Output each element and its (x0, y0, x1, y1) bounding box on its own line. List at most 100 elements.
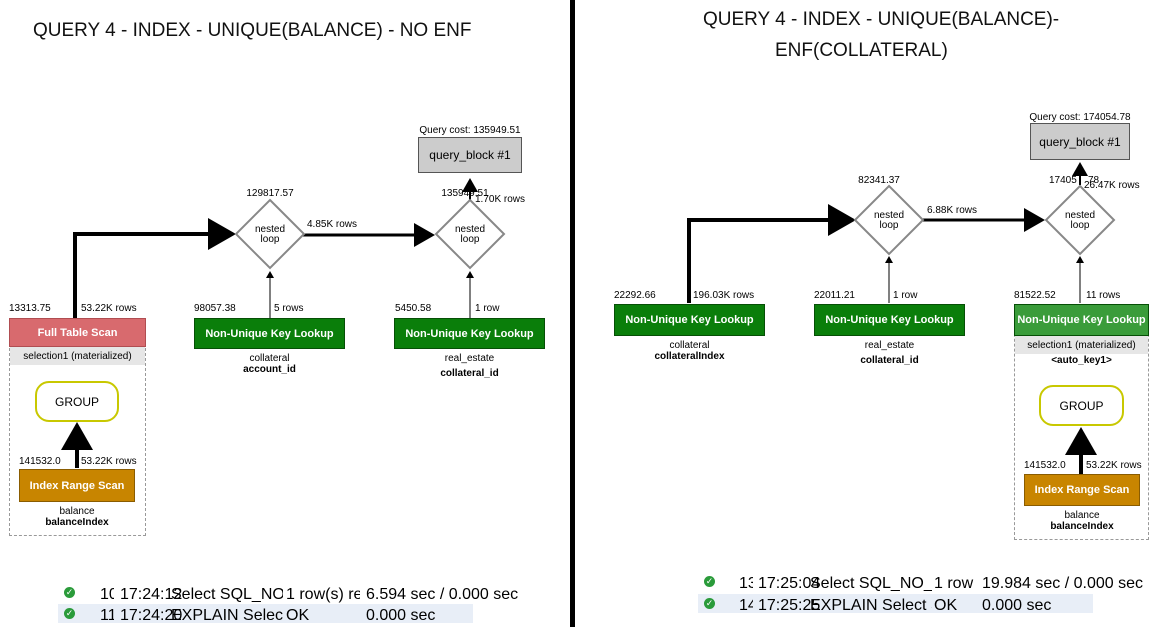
right-group[interactable]: GROUP (1039, 385, 1124, 426)
right-history-row-1[interactable]: ✓ 13 17:25:04 Select SQL_NO_CACHE 1 row(… (698, 572, 1143, 592)
left-nukl1-table: collateral (249, 353, 290, 364)
right-query-cost: Query cost: 174054.78 (1029, 112, 1131, 123)
history-time: 17:25:04 (758, 575, 821, 592)
left-nukl1-key: account_id (243, 364, 296, 375)
left-edge-nl-rows: 4.85K rows (307, 219, 358, 230)
check-circle-icon: ✓ (704, 598, 715, 609)
history-num: 14 (739, 597, 753, 614)
left-nested-loop-2-diamond (434, 198, 506, 270)
history-message: 1 row(s (934, 575, 974, 592)
right-nukl2-subtitle: selection1 (materialized) (1015, 336, 1148, 354)
left-nukl1-cost: 98057.38 (194, 303, 236, 314)
history-duration: 6.594 sec / 0.000 sec (366, 586, 519, 603)
left-query-block[interactable]: query_block #1 (418, 137, 522, 173)
left-history-row-1[interactable]: ✓ 10 17:24:12 Select SQL_NO_CACH 1 row(s… (58, 583, 518, 603)
right-nl2-label-1: nested (1064, 210, 1096, 221)
right-nl2-cost-tail: 78 (1088, 175, 1100, 186)
history-time: 17:24:12 (120, 586, 183, 603)
right-nukl1-table: real_estate (864, 340, 915, 351)
left-nested-loop-1-diamond (234, 198, 306, 270)
right-irs-table: balance (1064, 510, 1100, 521)
right-irs-cost: 141532.0 (1024, 460, 1066, 471)
history-action: EXPLAIN Select SQL_NC (810, 597, 932, 614)
left-panel: QUERY 4 - INDEX - UNIQUE(BALANCE) - NO E… (0, 0, 570, 627)
left-nl2-label-2: loop (460, 234, 480, 245)
history-action: EXPLAIN Select SQL_I (171, 607, 283, 624)
history-duration: 0.000 sec (366, 607, 436, 624)
left-group[interactable]: GROUP (35, 381, 119, 422)
right-non-unique-key-lookup-2[interactable]: Non-Unique Key Lookup (1014, 304, 1149, 336)
history-time: 17:25:25 (758, 597, 821, 614)
history-num: 11 (100, 607, 114, 624)
left-connectors (61, 178, 506, 468)
left-irs-cost: 141532.0 (19, 456, 61, 467)
history-duration: 0.000 sec (982, 597, 1052, 614)
left-irs-table: balance (59, 506, 95, 517)
left-nukl2-table: real_estate (444, 353, 495, 364)
left-nl1-label-1: nested (254, 224, 286, 235)
right-title-1: QUERY 4 - INDEX - UNIQUE(BALANCE)- (703, 9, 1060, 30)
right-nl2-cost: 17405 (1049, 175, 1077, 186)
history-num: 13 (739, 575, 753, 592)
history-action: Select SQL_NO_CACHE (810, 575, 932, 592)
check-circle-icon: ✓ (64, 608, 75, 619)
left-nukl2-rows: 1 row (475, 303, 500, 314)
history-message: 1 row(s) returne (286, 586, 360, 603)
right-nukl2-cost: 81522.52 (1014, 290, 1056, 301)
left-nl2-label-1: nested (454, 224, 486, 235)
left-query-cost: Query cost: 135949.51 (419, 125, 521, 136)
left-non-unique-key-lookup-1[interactable]: Non-Unique Key Lookup (194, 318, 345, 349)
right-irs-rows: 53.22K rows (1086, 460, 1142, 471)
right-nukl0-table: collateral (669, 340, 710, 351)
left-full-table-scan[interactable]: Full Table Scan (9, 318, 146, 347)
right-nukl1-rows: 1 row (893, 290, 918, 301)
right-nukl1-key: collateral_id (860, 355, 919, 366)
right-nukl0-key: collateralIndex (654, 351, 725, 362)
history-num: 10 (100, 586, 114, 603)
left-index-range-scan[interactable]: Index Range Scan (19, 469, 135, 502)
left-title: QUERY 4 - INDEX - UNIQUE(BALANCE) - NO E… (33, 20, 472, 41)
history-message: OK (286, 607, 310, 624)
left-nl1-cost: 129817.57 (246, 188, 294, 199)
right-nl2-rows: 26.47K rows (1084, 180, 1140, 191)
right-connectors (687, 162, 1116, 474)
right-nested-loop-2-diamond (1044, 184, 1116, 256)
right-non-unique-key-lookup-1[interactable]: Non-Unique Key Lookup (814, 304, 965, 336)
right-index-range-scan[interactable]: Index Range Scan (1024, 474, 1140, 506)
left-history-row-2[interactable]: ✓ 11 17:24:20 EXPLAIN Select SQL_I OK 0.… (58, 604, 473, 624)
left-irs-key: balanceIndex (45, 517, 109, 528)
left-nl1-label-2: loop (260, 234, 280, 245)
right-nukl2-key: <auto_key1> (1051, 355, 1112, 366)
right-edge-nl-rows: 6.88K rows (927, 205, 978, 216)
check-circle-icon: ✓ (64, 587, 75, 598)
left-fts-subtitle: selection1 (materialized) (10, 347, 145, 365)
check-circle-icon: ✓ (704, 576, 715, 587)
left-fts-cost: 13313.75 (9, 303, 51, 314)
left-nl2-rows: 1.70K rows (475, 194, 526, 205)
panel-divider (570, 0, 575, 627)
right-nukl0-cost: 22292.66 (614, 290, 656, 301)
left-non-unique-key-lookup-2[interactable]: Non-Unique Key Lookup (394, 318, 545, 349)
history-duration: 19.984 sec / 0.000 sec (982, 575, 1143, 592)
right-history-row-2[interactable]: ✓ 14 17:25:25 EXPLAIN Select SQL_NC OK 0… (698, 594, 1093, 614)
right-nukl0-rows: 196.03K rows (693, 290, 755, 301)
right-nl1-label-1: nested (873, 210, 905, 221)
left-nukl1-rows: 5 rows (274, 303, 304, 314)
right-non-unique-key-lookup-0[interactable]: Non-Unique Key Lookup (614, 304, 765, 336)
left-fts-rows: 53.22K rows (81, 303, 137, 314)
right-nl2-label-2: loop (1070, 220, 1090, 231)
left-nukl2-cost: 5450.58 (395, 303, 432, 314)
history-message: OK (934, 597, 958, 614)
right-nl1-cost: 82341.37 (858, 175, 900, 186)
left-irs-rows: 53.22K rows (81, 456, 137, 467)
right-query-block[interactable]: query_block #1 (1030, 123, 1130, 160)
right-nested-loop-1-diamond (853, 184, 925, 256)
right-panel: QUERY 4 - INDEX - UNIQUE(BALANCE)- ENF(C… (575, 0, 1160, 627)
right-nukl2-rows: 11 rows (1086, 290, 1121, 301)
right-irs-key: balanceIndex (1050, 521, 1114, 532)
left-nl2-cost: 135949.51 (441, 188, 489, 199)
history-time: 17:24:20 (120, 607, 183, 624)
right-title-2: ENF(COLLATERAL) (775, 40, 948, 61)
right-nl1-label-2: loop (879, 220, 899, 231)
right-nukl1-cost: 22011.21 (814, 290, 855, 301)
